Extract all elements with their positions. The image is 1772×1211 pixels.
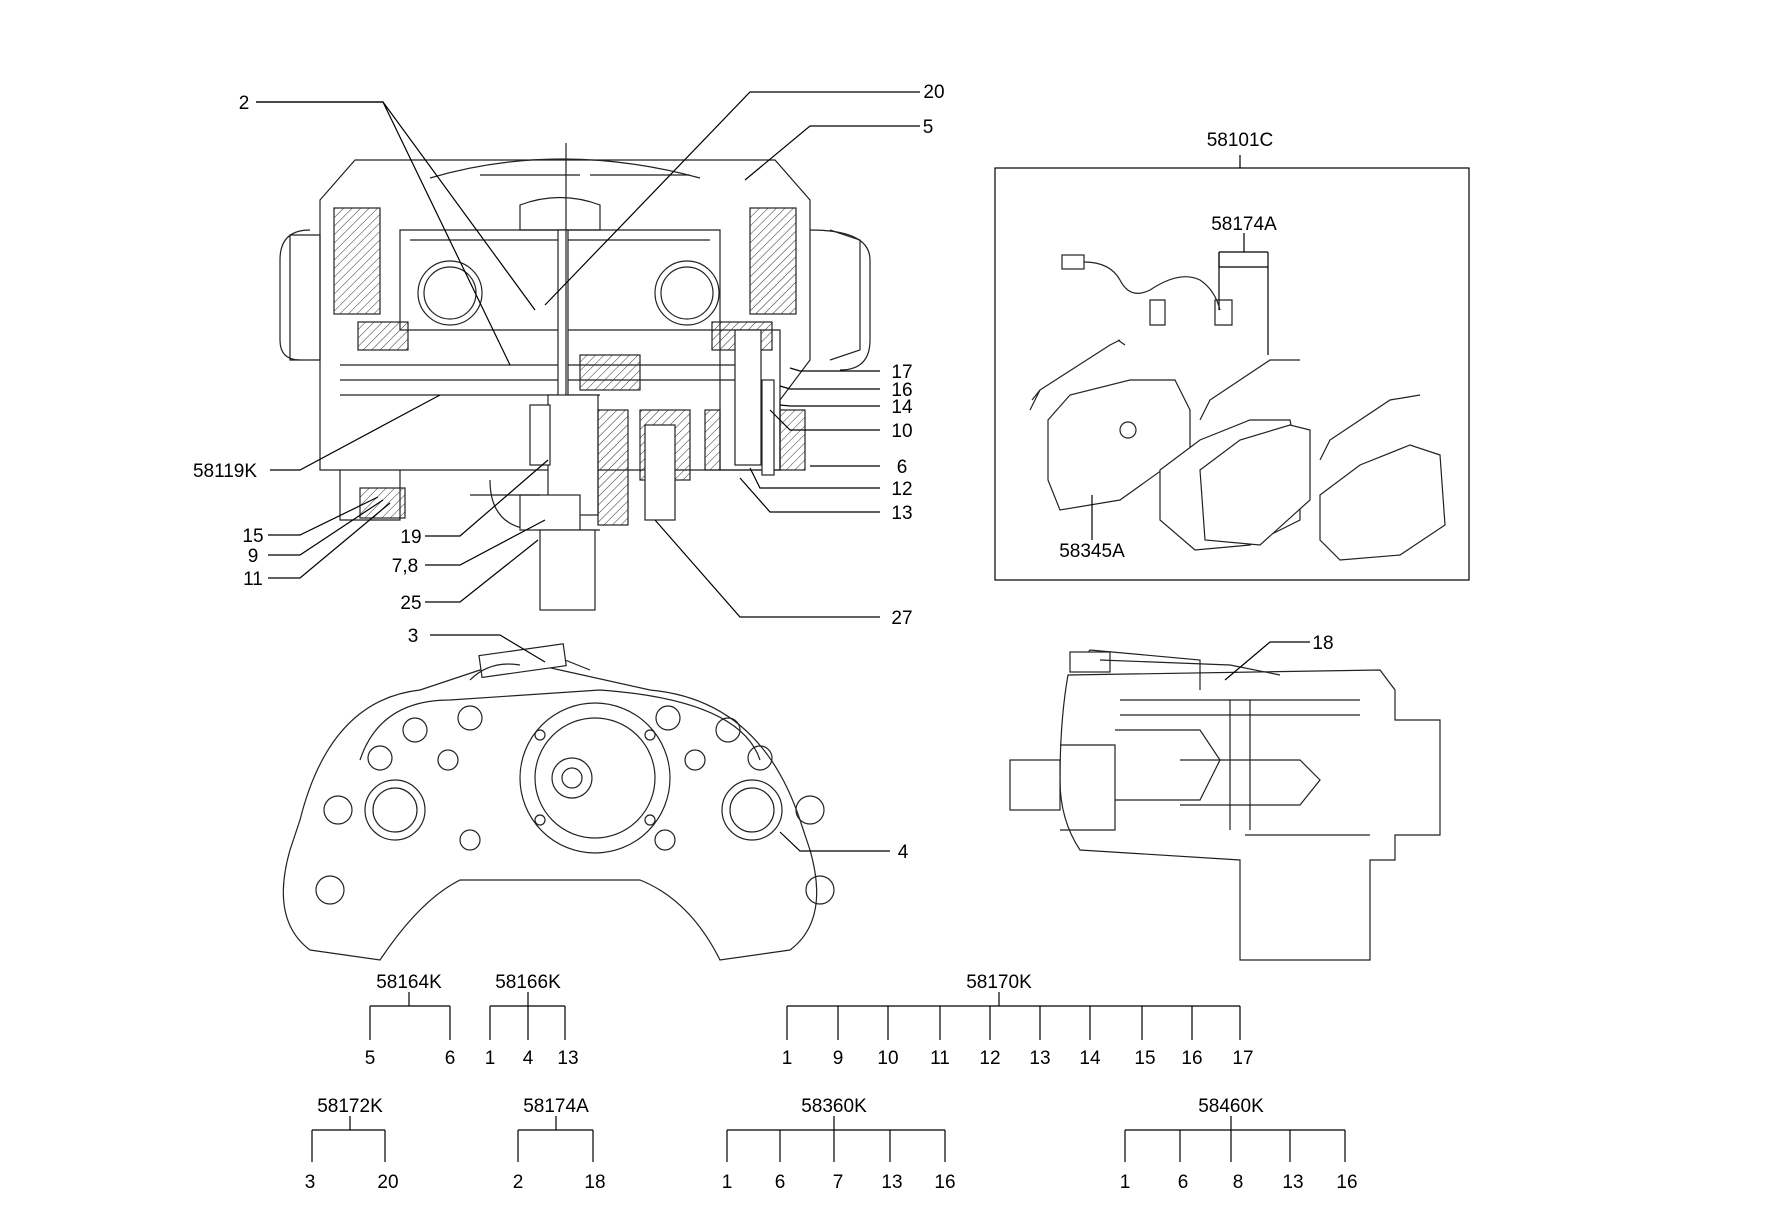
callout-9: 9 bbox=[248, 546, 259, 567]
wear-sensor-label: 58174A bbox=[1211, 214, 1277, 235]
kit-code: 58174A bbox=[523, 1096, 589, 1117]
callout-6: 6 bbox=[897, 457, 908, 478]
wear-sensor-drawing bbox=[1061, 254, 1233, 326]
kit-part: 1 bbox=[722, 1172, 733, 1193]
callout-7-8: 7,8 bbox=[392, 556, 418, 577]
kit-part: 13 bbox=[1029, 1048, 1050, 1069]
callout-19: 19 bbox=[400, 527, 421, 548]
kit-part: 13 bbox=[557, 1048, 578, 1069]
kit-part: 6 bbox=[1178, 1172, 1189, 1193]
kit-part: 8 bbox=[1233, 1172, 1244, 1193]
callout-25: 25 bbox=[400, 593, 421, 614]
kit-part: 9 bbox=[833, 1048, 844, 1069]
kit-part: 18 bbox=[584, 1172, 605, 1193]
kit-code: 58164K bbox=[376, 972, 442, 993]
callout-leaders-section bbox=[256, 91, 920, 618]
kit-code: 58170K bbox=[966, 972, 1032, 993]
kit-part: 13 bbox=[1282, 1172, 1303, 1193]
kit-part: 10 bbox=[877, 1048, 898, 1069]
callout-58119K: 58119K bbox=[193, 461, 257, 482]
callout-14: 14 bbox=[891, 397, 913, 418]
callout-16: 16 bbox=[891, 380, 912, 401]
callout-18: 18 bbox=[1312, 633, 1333, 654]
kit-part: 14 bbox=[1079, 1048, 1101, 1069]
kit-code: 58166K bbox=[495, 972, 561, 993]
kit-part: 6 bbox=[445, 1048, 456, 1069]
callout-17: 17 bbox=[891, 362, 912, 383]
kit-part: 12 bbox=[979, 1048, 1000, 1069]
kit-part: 16 bbox=[1181, 1048, 1202, 1069]
callout-5: 5 bbox=[923, 117, 934, 138]
pad-kit-box-label: 58101C bbox=[1207, 130, 1274, 151]
caliper-front-drawing bbox=[282, 643, 835, 961]
pad-kit-labels: 58101C 58174A 58345A bbox=[1059, 130, 1277, 562]
kit-part: 2 bbox=[513, 1172, 524, 1193]
kit-part: 4 bbox=[523, 1048, 534, 1069]
kit-trees bbox=[311, 992, 1346, 1162]
callout-labels: 2 20 5 17 16 14 10 6 12 13 58119K 15 9 1… bbox=[193, 82, 1334, 863]
brake-pad-label: 58345A bbox=[1059, 541, 1125, 562]
kit-part: 17 bbox=[1232, 1048, 1253, 1069]
callout-leaders-front bbox=[430, 634, 890, 852]
kit-part: 3 bbox=[305, 1172, 316, 1193]
kit-part: 13 bbox=[881, 1172, 902, 1193]
callout-13: 13 bbox=[891, 503, 912, 524]
kit-part: 1 bbox=[485, 1048, 496, 1069]
callout-leader-side bbox=[1224, 641, 1310, 681]
kit-part: 16 bbox=[1336, 1172, 1357, 1193]
kit-code: 58460K bbox=[1198, 1096, 1264, 1117]
kit-labels: 58164K 5 6 58166K 1 4 13 58170K 1 9 10 1… bbox=[305, 972, 1358, 1193]
kit-part: 20 bbox=[377, 1172, 398, 1193]
callout-2: 2 bbox=[239, 93, 250, 114]
kit-part: 7 bbox=[833, 1172, 844, 1193]
kit-part: 16 bbox=[934, 1172, 955, 1193]
callout-20: 20 bbox=[923, 82, 944, 103]
kit-part: 11 bbox=[930, 1048, 950, 1069]
callout-3: 3 bbox=[408, 626, 419, 647]
kit-part: 1 bbox=[1120, 1172, 1131, 1193]
kit-part: 5 bbox=[365, 1048, 376, 1069]
pad-kit-box bbox=[994, 155, 1470, 581]
caliper-side-drawing bbox=[1009, 649, 1441, 961]
kit-part: 6 bbox=[775, 1172, 786, 1193]
callout-15: 15 bbox=[242, 526, 263, 547]
brake-pad-drawing bbox=[1047, 379, 1446, 561]
kit-part: 1 bbox=[782, 1048, 793, 1069]
callout-27: 27 bbox=[891, 608, 912, 629]
kit-code: 58172K bbox=[317, 1096, 383, 1117]
callout-11: 11 bbox=[243, 569, 263, 590]
kit-code: 58360K bbox=[801, 1096, 867, 1117]
pad-spring-drawing bbox=[1029, 339, 1421, 461]
caliper-section-drawing bbox=[279, 143, 871, 611]
callout-4: 4 bbox=[898, 842, 909, 863]
kit-part: 15 bbox=[1134, 1048, 1155, 1069]
callout-12: 12 bbox=[891, 479, 912, 500]
callout-10: 10 bbox=[891, 421, 912, 442]
